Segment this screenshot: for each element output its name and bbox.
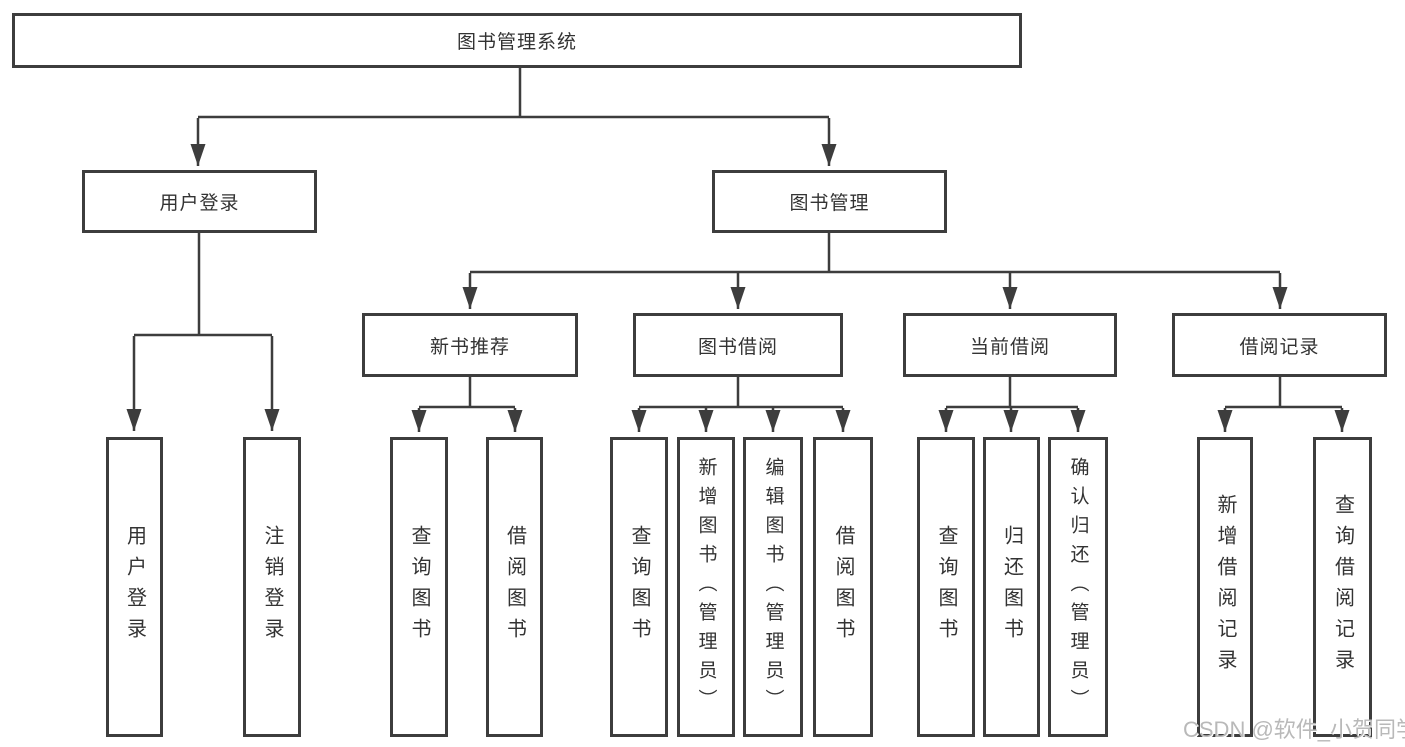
node-new-book-recommend: 新书推荐 bbox=[362, 313, 578, 377]
leaf-logout-label: 注销登录 bbox=[261, 525, 283, 649]
node-borrowing-records: 借阅记录 bbox=[1172, 313, 1387, 377]
leaf-query-borrow-record-label: 查询借阅记录 bbox=[1331, 494, 1354, 680]
leaf-edit-books-admin: 编辑图书（管理员） bbox=[743, 437, 803, 737]
watermark: CSDN @软件_小贺同学 bbox=[1183, 717, 1405, 742]
leaf-borrow-books-recommend-label: 借阅图书 bbox=[503, 525, 526, 649]
leaf-add-books-admin: 新增图书（管理员） bbox=[677, 437, 735, 737]
leaf-add-borrow-record-label: 新增借阅记录 bbox=[1214, 494, 1236, 680]
leaf-borrow-books-borrowing: 借阅图书 bbox=[813, 437, 873, 737]
leaf-query-borrow-record: 查询借阅记录 bbox=[1313, 437, 1372, 737]
leaf-borrow-books-recommend: 借阅图书 bbox=[486, 437, 543, 737]
node-book-borrowing: 图书借阅 bbox=[633, 313, 843, 377]
leaf-add-books-admin-label: 新增图书（管理员） bbox=[695, 456, 717, 718]
leaf-edit-books-admin-label: 编辑图书（管理员） bbox=[762, 456, 784, 718]
leaf-query-books-current-label: 查询图书 bbox=[935, 525, 957, 649]
leaf-confirm-return-admin: 确认归还（管理员） bbox=[1048, 437, 1108, 737]
leaf-query-books-current: 查询图书 bbox=[917, 437, 975, 737]
node-user-login: 用户登录 bbox=[82, 170, 317, 233]
leaf-user-login: 用户登录 bbox=[106, 437, 163, 737]
leaf-add-borrow-record: 新增借阅记录 bbox=[1197, 437, 1253, 737]
leaf-query-books-borrowing: 查询图书 bbox=[610, 437, 668, 737]
leaf-confirm-return-admin-label: 确认归还（管理员） bbox=[1067, 456, 1089, 718]
leaf-return-books: 归还图书 bbox=[983, 437, 1040, 737]
leaf-user-login-label: 用户登录 bbox=[123, 525, 146, 649]
node-root: 图书管理系统 bbox=[12, 13, 1022, 68]
leaf-borrow-books-borrowing-label: 借阅图书 bbox=[832, 525, 854, 649]
leaf-query-books-recommend: 查询图书 bbox=[390, 437, 448, 737]
leaf-query-books-recommend-label: 查询图书 bbox=[408, 525, 430, 649]
leaf-logout: 注销登录 bbox=[243, 437, 301, 737]
node-book-management: 图书管理 bbox=[712, 170, 947, 233]
node-current-borrowing: 当前借阅 bbox=[903, 313, 1117, 377]
leaf-query-books-borrowing-label: 查询图书 bbox=[628, 525, 650, 649]
leaf-return-books-label: 归还图书 bbox=[1000, 525, 1023, 649]
